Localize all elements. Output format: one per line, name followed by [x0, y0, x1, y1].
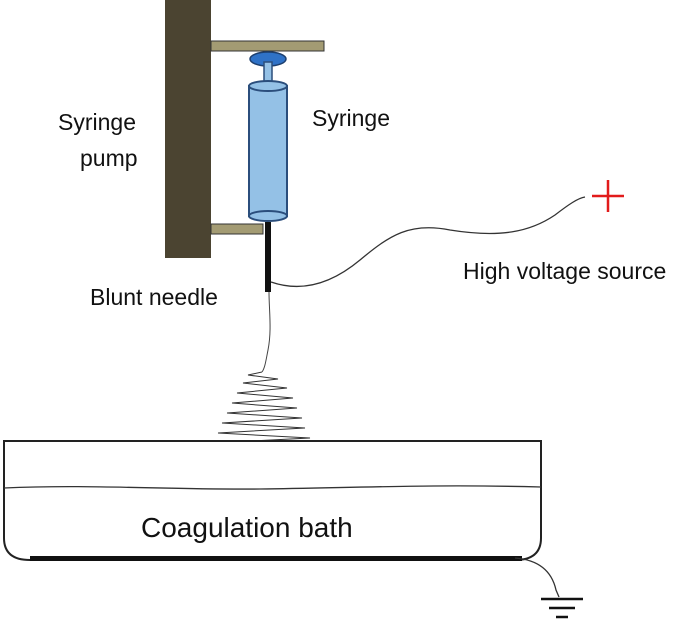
ground-wire — [514, 557, 560, 598]
top-bracket — [210, 40, 325, 52]
syringe-label: Syringe — [312, 105, 390, 131]
ground-icon — [541, 597, 583, 619]
syringe-pump-label-line2: pump — [80, 145, 138, 171]
water-surface — [3, 485, 542, 490]
collector-plate — [30, 556, 522, 561]
coagulation-bath-label: Coagulation bath — [141, 512, 353, 543]
coagulation-bath — [3, 440, 542, 561]
blunt-needle-label: Blunt needle — [90, 284, 218, 310]
high-voltage-wire — [270, 196, 586, 288]
fiber-jet — [261, 291, 271, 373]
plus-icon — [592, 180, 624, 212]
blunt-needle — [265, 222, 271, 292]
high-voltage-source-label: High voltage source — [463, 258, 666, 284]
syringe-barrel — [248, 80, 288, 222]
syringe-pump-body — [165, 0, 211, 258]
bottom-bracket — [210, 223, 264, 235]
syringe-pump-label-line1: Syringe — [58, 109, 136, 135]
